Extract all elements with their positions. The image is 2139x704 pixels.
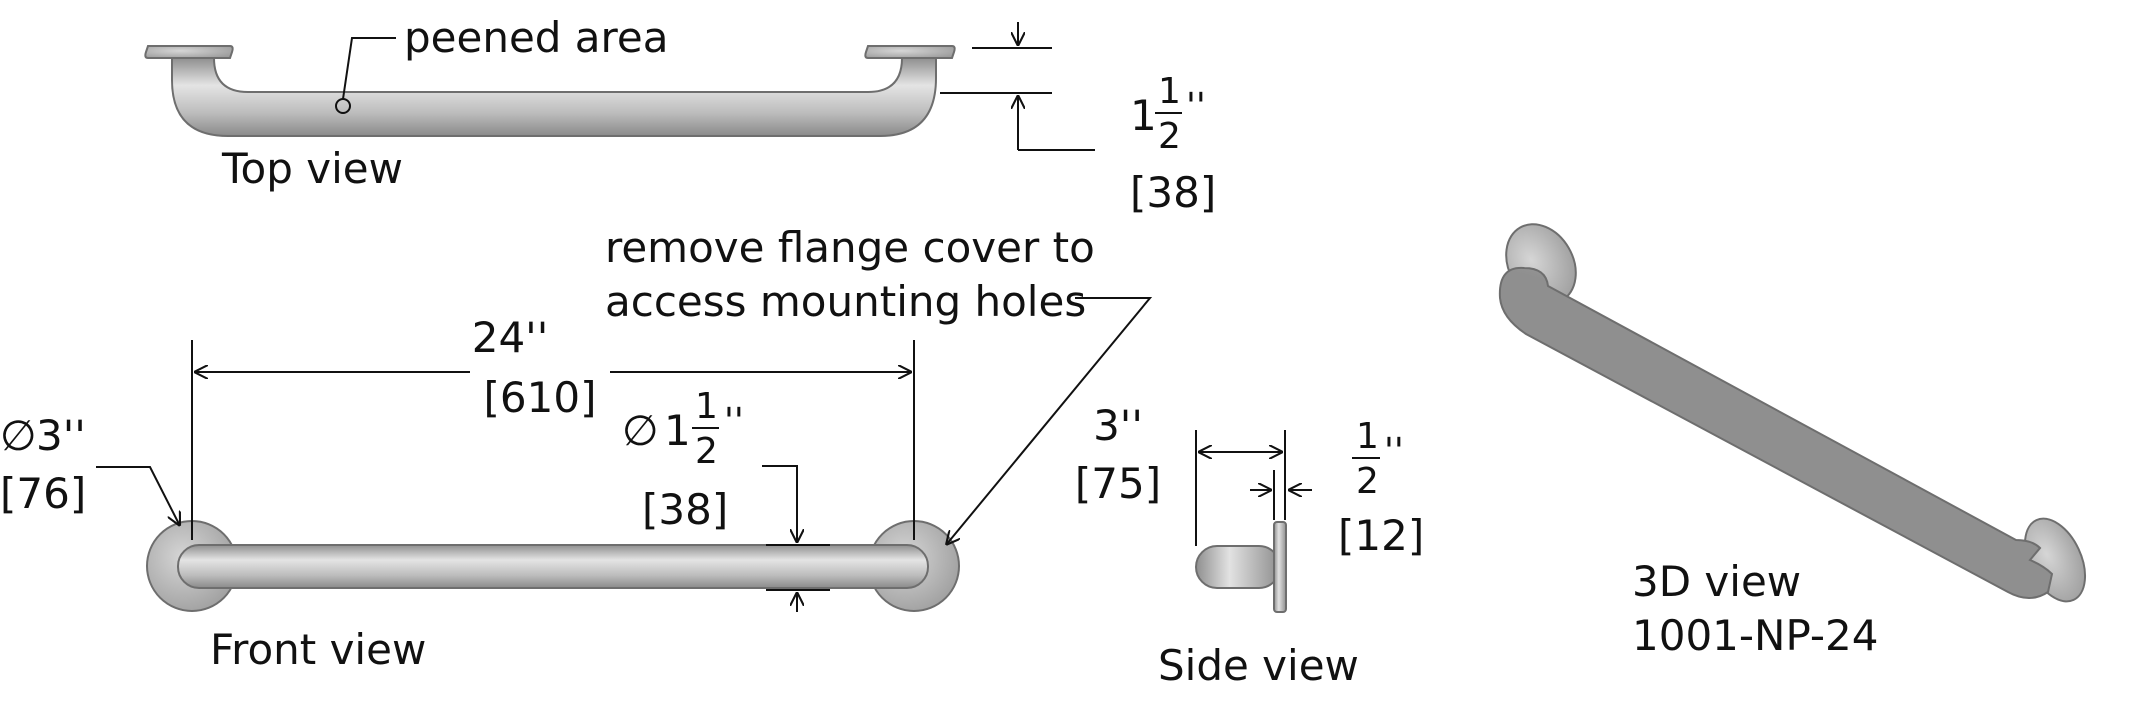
flange-dia-symbol: ∅ (0, 411, 37, 460)
tube-whole: 1 (664, 406, 691, 455)
tube-mm: [38] (642, 485, 728, 534)
peened-callout: peened area (404, 13, 668, 62)
model-number: 1001-NP-24 (1632, 611, 1878, 660)
side-tube (1195, 545, 1281, 589)
proj-in: 3'' (1093, 401, 1143, 450)
iso-view: 3D view 1001-NP-24 (1498, 223, 2087, 660)
depth-whole: 1 (1130, 91, 1157, 140)
flange-dia-in: 3'' (36, 411, 86, 460)
bar-top (171, 57, 937, 137)
flange-thk-numerator: 1 (1356, 416, 1379, 457)
flange-callout-line1: remove flange cover to (605, 223, 1095, 272)
tube-numerator: 1 (695, 386, 718, 427)
top-view: peened area Top view 1 1 2 '' [38] (144, 13, 1216, 217)
flange-callout-line2: access mounting holes (605, 277, 1086, 326)
right-flange-top (864, 45, 956, 59)
iso-bar (1498, 266, 2054, 599)
depth-numerator: 1 (1158, 71, 1181, 112)
iso-view-label: 3D view (1632, 557, 1801, 606)
side-view-label: Side view (1158, 641, 1359, 690)
flange-dia-mm: [76] (0, 469, 86, 518)
flange-thk-mm: [12] (1338, 511, 1424, 560)
depth-denominator: 2 (1158, 116, 1181, 157)
flange-thk-inch: '' (1384, 431, 1404, 472)
front-view-label: Front view (210, 625, 426, 674)
side-view: Side view 3'' [75] 1 2 '' [12] (1075, 401, 1424, 690)
top-view-label: Top view (221, 144, 403, 193)
length-in: 24'' (472, 313, 549, 362)
flange-thk-denominator: 2 (1356, 461, 1379, 502)
proj-mm: [75] (1075, 459, 1161, 508)
side-flange (1273, 521, 1287, 613)
left-flange-top (144, 45, 234, 59)
front-view: Front view 24'' [610] ∅ 3'' [76] ∅ 1 1 2… (0, 223, 1153, 674)
tube-dia-symbol: ∅ (622, 406, 659, 455)
tube-denominator: 2 (695, 431, 718, 472)
bar-front (177, 544, 929, 589)
length-mm: [610] (484, 373, 597, 422)
depth-inch: '' (1186, 86, 1206, 127)
tube-inch: '' (724, 401, 744, 442)
depth-mm: [38] (1130, 168, 1216, 217)
